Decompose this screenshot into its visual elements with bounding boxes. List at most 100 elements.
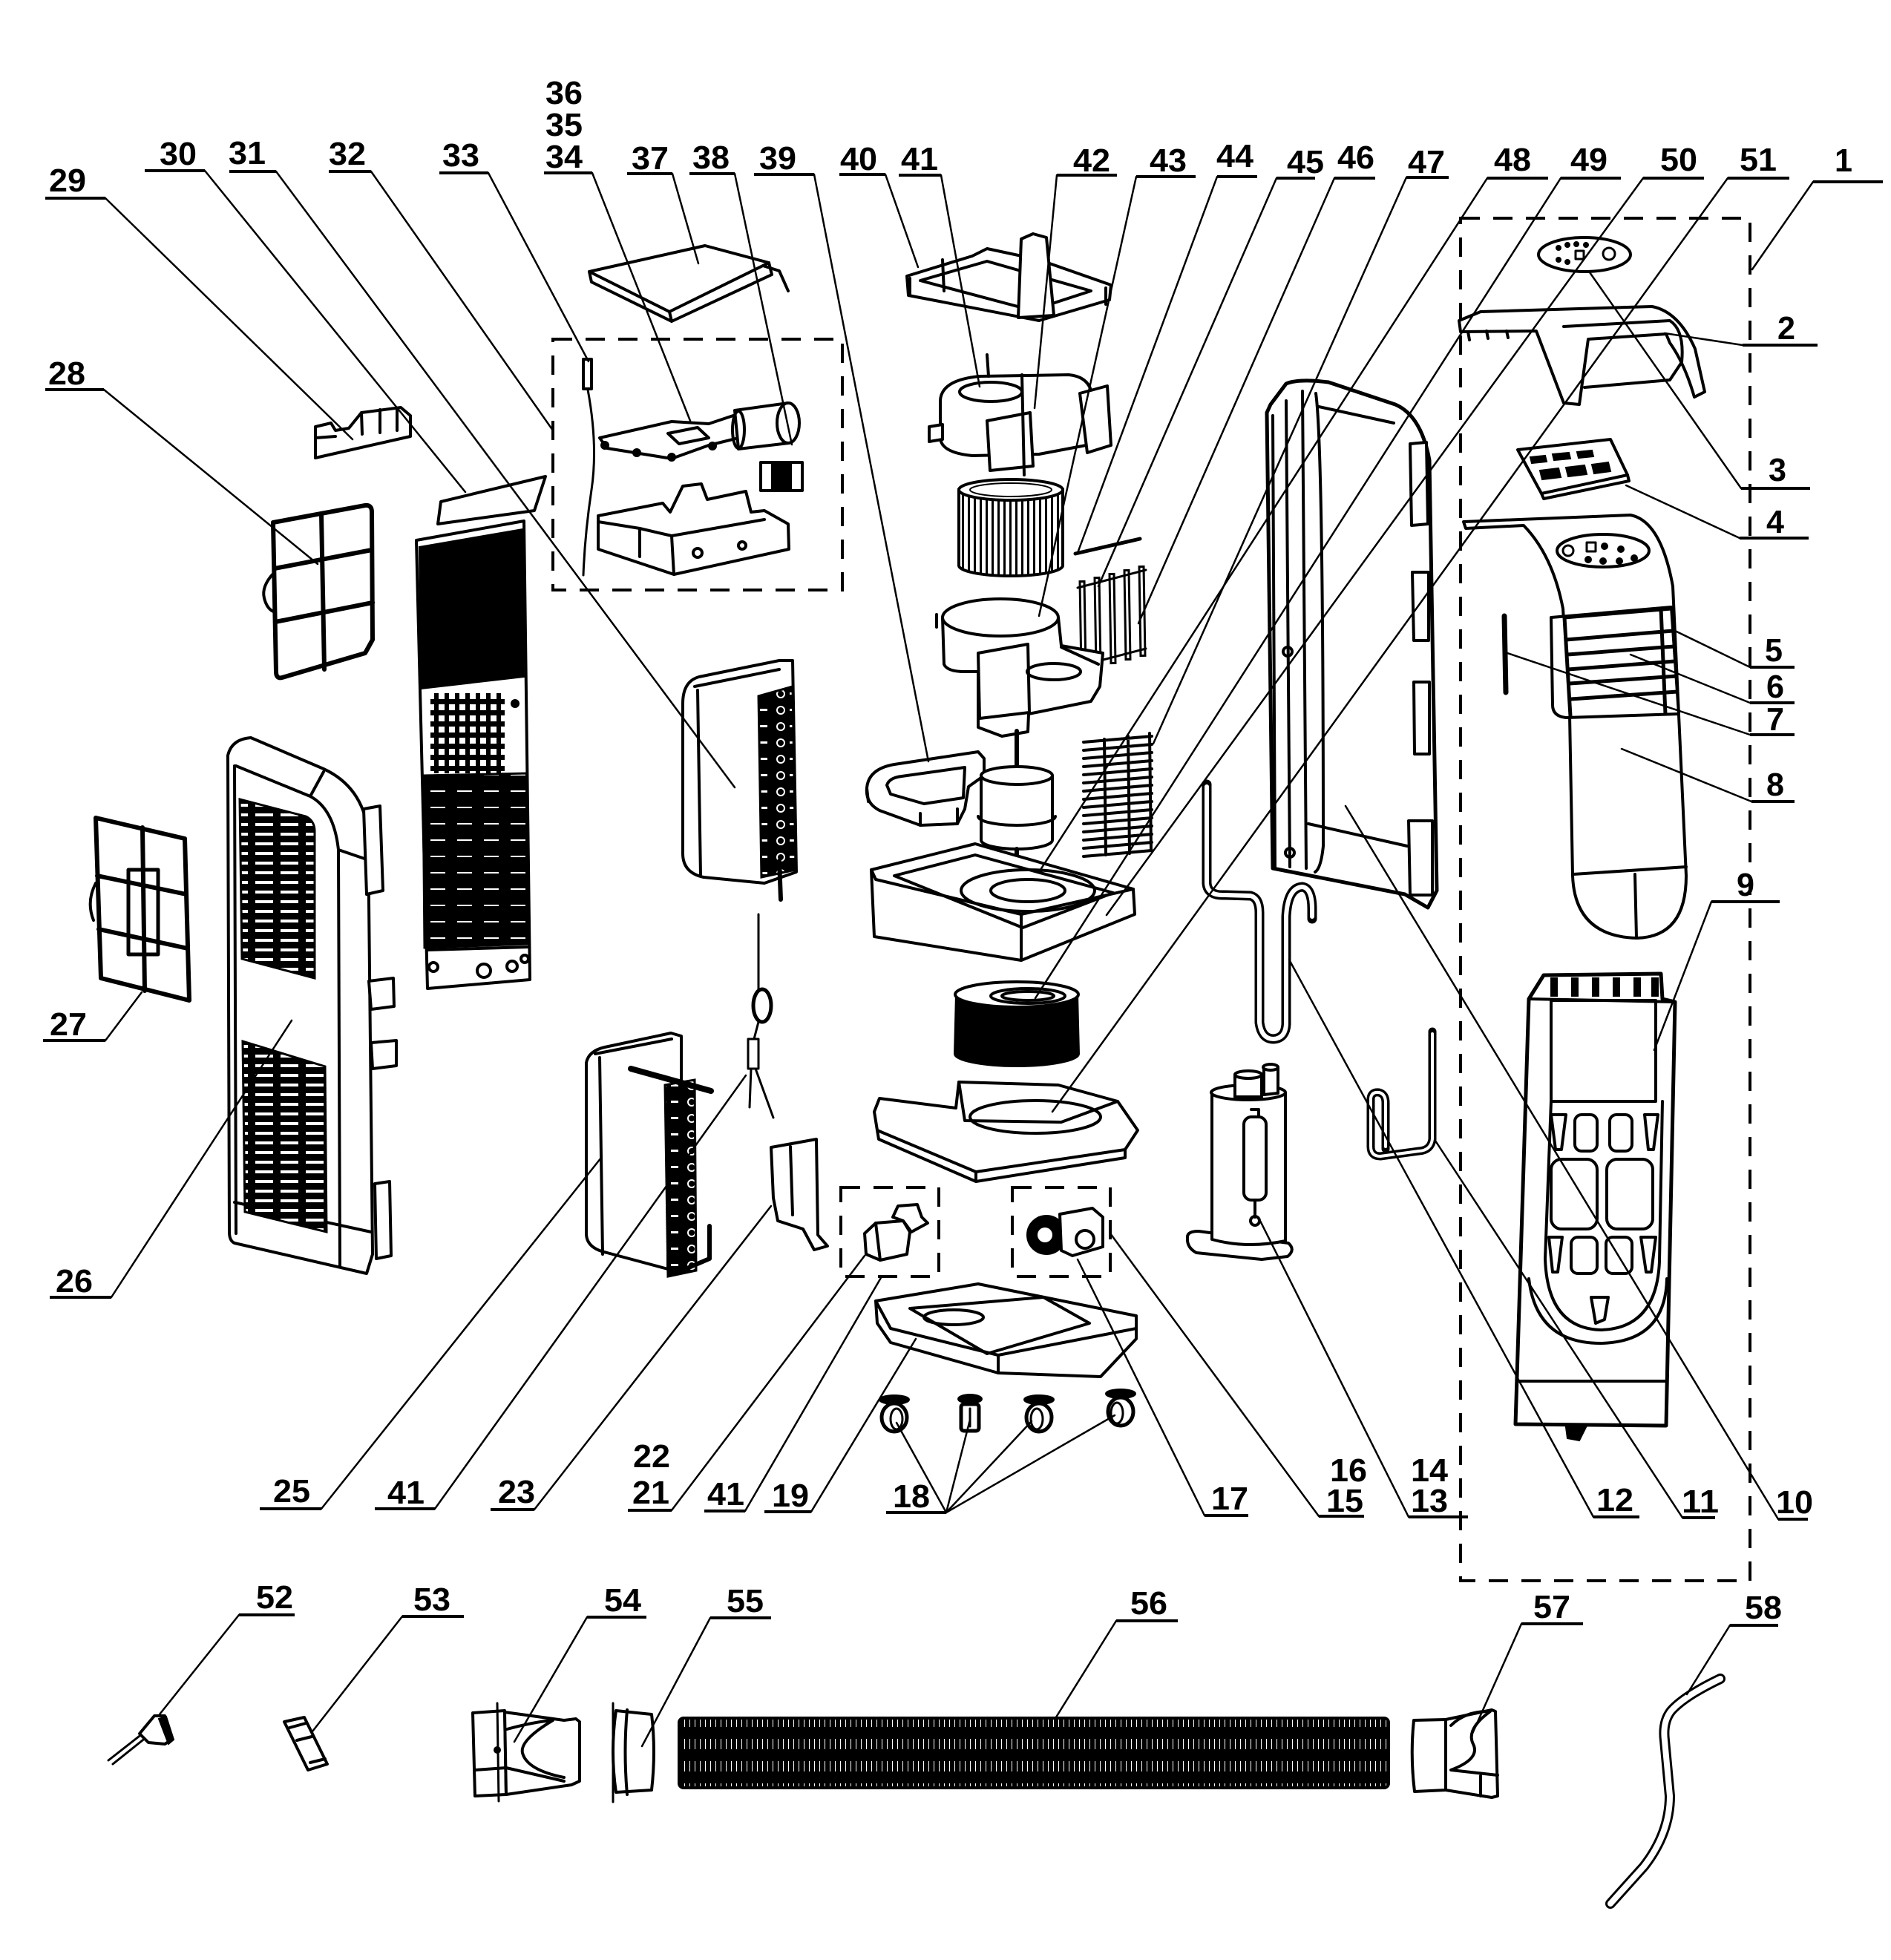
condenser-top-pipe (628, 1066, 714, 1094)
callout-number: 38 (692, 140, 730, 176)
filter-frame (271, 502, 375, 681)
vent-slot (1547, 1236, 1564, 1274)
condenser-coil (663, 1078, 698, 1278)
leader-line (1137, 177, 1336, 625)
leader-line (433, 1074, 747, 1510)
bar-body (582, 358, 593, 390)
adapter-edges (288, 1722, 327, 1764)
callout-number: 57 (1533, 1589, 1570, 1625)
part-41-capillary-tube (747, 913, 775, 1119)
callout-number: 35 (545, 107, 583, 143)
part-56-exhaust-hose (678, 1717, 1390, 1789)
leader-line (1051, 177, 1729, 1113)
part-9-front-lower-panel (1513, 971, 1677, 1442)
assembly-dashed-box (839, 1186, 940, 1278)
tube-inner (1607, 1676, 1723, 1907)
part-55-hose-connector-ring (612, 1702, 655, 1803)
callout-28: 28 (45, 355, 319, 566)
case-edges (233, 764, 373, 1267)
callout-37: 37 (627, 140, 700, 265)
callout-5: 5 (1674, 629, 1795, 669)
housing-outlet (1026, 662, 1082, 681)
part-2-top-cover (1458, 305, 1706, 406)
panel-hole (476, 963, 492, 979)
leader-line (1470, 1622, 1523, 1737)
callout-number: 18 (893, 1478, 930, 1515)
adapter-clip (473, 1719, 566, 1783)
wheel-ring (989, 987, 1066, 1005)
callout-56: 56 (1053, 1585, 1178, 1721)
leader-line (203, 169, 467, 494)
callout-55: 55 (640, 1583, 771, 1748)
top-cover-clips (1466, 330, 1510, 341)
callout-2: 2 (1663, 310, 1818, 347)
assembly-dashed-box (1459, 217, 1751, 1582)
callout-57: 57 (1470, 1589, 1583, 1737)
panel-display-ring (1561, 544, 1575, 557)
adapter-rim (1410, 1718, 1447, 1793)
caster-hub (1110, 1401, 1124, 1425)
part-41-upper-scroll-housing (928, 353, 1112, 476)
lower-panel-window (1550, 999, 1657, 1103)
leader-line (1674, 629, 1751, 669)
lens-dot (1556, 257, 1561, 263)
part-12-refrigerant-pipe (1202, 779, 1317, 1044)
leader-line (671, 172, 700, 265)
callout-number: 58 (1745, 1590, 1782, 1626)
callout-number: 26 (56, 1263, 93, 1299)
leader-line (1288, 958, 1595, 1518)
callout-33: 33 (439, 137, 590, 363)
bracket-ribs (314, 407, 399, 439)
leader-line (1663, 332, 1744, 347)
part-19-base-pan (874, 1282, 1138, 1378)
scroll-plate (986, 411, 1035, 472)
callout-number: 50 (1660, 142, 1697, 178)
callout-31: 31 (229, 135, 736, 789)
filter-tab (262, 571, 277, 614)
callout-number: 33 (442, 137, 479, 174)
pipe-inner (1369, 1032, 1434, 1158)
compressor-port-top (1262, 1063, 1279, 1072)
side-panel-tab (1409, 441, 1429, 527)
callout-3: 3 (1588, 271, 1810, 490)
callout-46: 46 (1137, 140, 1375, 625)
panel-display-dot (1617, 545, 1625, 553)
switch-body (863, 1219, 911, 1262)
callout-7: 7 (1504, 651, 1795, 738)
lower-panel-clips (1550, 977, 1659, 997)
callout-number: 44 (1216, 138, 1254, 174)
part-38-capacitor (731, 401, 801, 450)
callout-number: 14 (1411, 1452, 1449, 1489)
part-35-36-control-box (597, 482, 790, 576)
callout-9: 9 (1653, 867, 1780, 1052)
leader-line (1344, 804, 1780, 1521)
bracket-legs (908, 258, 1107, 306)
caster-plate (957, 1394, 983, 1404)
shroud-outline (873, 1081, 1139, 1173)
part-43-blower-wheel (957, 478, 1064, 577)
switch-top (891, 1203, 929, 1233)
leader-line (487, 171, 590, 363)
callout-12: 12 (1288, 958, 1639, 1518)
lower-panel-foot (1564, 1426, 1587, 1442)
part-15-16-pump-motor-assembly (1011, 1186, 1112, 1278)
case-upper-grille (238, 798, 316, 980)
vent-opening (1570, 1236, 1599, 1275)
grille-bars (1082, 732, 1153, 858)
part-21-22-switch-assembly (839, 1186, 940, 1278)
leader-line (1751, 180, 1815, 271)
part-40-fan-bracket (905, 232, 1112, 322)
leader-line (1504, 651, 1751, 736)
callout-number: 42 (1073, 142, 1110, 179)
side-panel-hole (1282, 646, 1294, 658)
callout-48: 48 (1038, 142, 1548, 874)
bracket-edge (789, 1145, 794, 1216)
vent-opening-large (1550, 1158, 1599, 1230)
callout-53: 53 (311, 1582, 464, 1733)
callout-number: 49 (1570, 142, 1607, 178)
part-23-bracket (770, 1138, 829, 1251)
part-50-fan-shroud (873, 1081, 1139, 1183)
callout-number: 46 (1337, 140, 1374, 176)
